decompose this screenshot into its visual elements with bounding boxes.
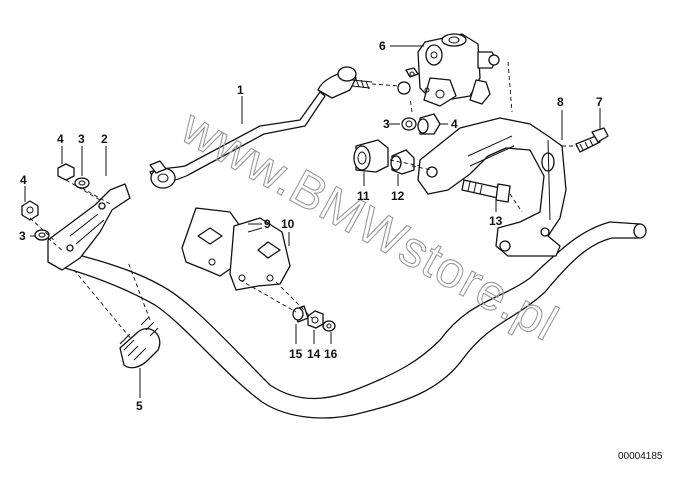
- callout-4: 4: [57, 132, 64, 146]
- main-bracket: [417, 117, 567, 257]
- middle-brackets: [181, 207, 291, 291]
- bolt-13: [461, 179, 511, 203]
- callout-9: 9: [264, 217, 271, 231]
- middle-bushings: [401, 113, 441, 135]
- callout-8: 8: [557, 95, 564, 109]
- callout-5: 5: [136, 399, 143, 413]
- rubber-mounts: [353, 139, 415, 175]
- callout-3: 3: [383, 117, 390, 131]
- callout-7: 7: [596, 95, 603, 109]
- assembly-lines: [29, 61, 578, 341]
- link-rod: [149, 66, 373, 189]
- callout-3: 3: [19, 229, 26, 243]
- callout-12: 12: [391, 189, 405, 203]
- leader-lines: [24, 45, 601, 398]
- callout-13: 13: [489, 214, 503, 228]
- reference-number: 00004185: [618, 451, 663, 462]
- callout-4: 4: [20, 173, 27, 187]
- callout-6: 6: [379, 39, 386, 53]
- callout-4: 4: [451, 117, 458, 131]
- valve-assembly: [397, 33, 500, 107]
- left-bracket: [47, 183, 131, 271]
- lower-fasteners: [292, 305, 336, 332]
- callout-11: 11: [357, 189, 370, 203]
- callout-10: 10: [281, 217, 295, 231]
- u-bolt: [119, 316, 161, 369]
- callout-14: 14: [307, 347, 321, 361]
- callout-16: 16: [324, 347, 338, 361]
- callout-2: 2: [101, 132, 108, 146]
- callouts: 1 2 3 3 3 4 4 4 5 6 7 8 9 10 11 12 13 14…: [19, 39, 603, 413]
- callout-3: 3: [78, 132, 85, 146]
- bolt-7: [575, 127, 609, 153]
- callout-1: 1: [237, 83, 244, 97]
- left-fasteners: [21, 163, 90, 241]
- callout-15: 15: [289, 347, 303, 361]
